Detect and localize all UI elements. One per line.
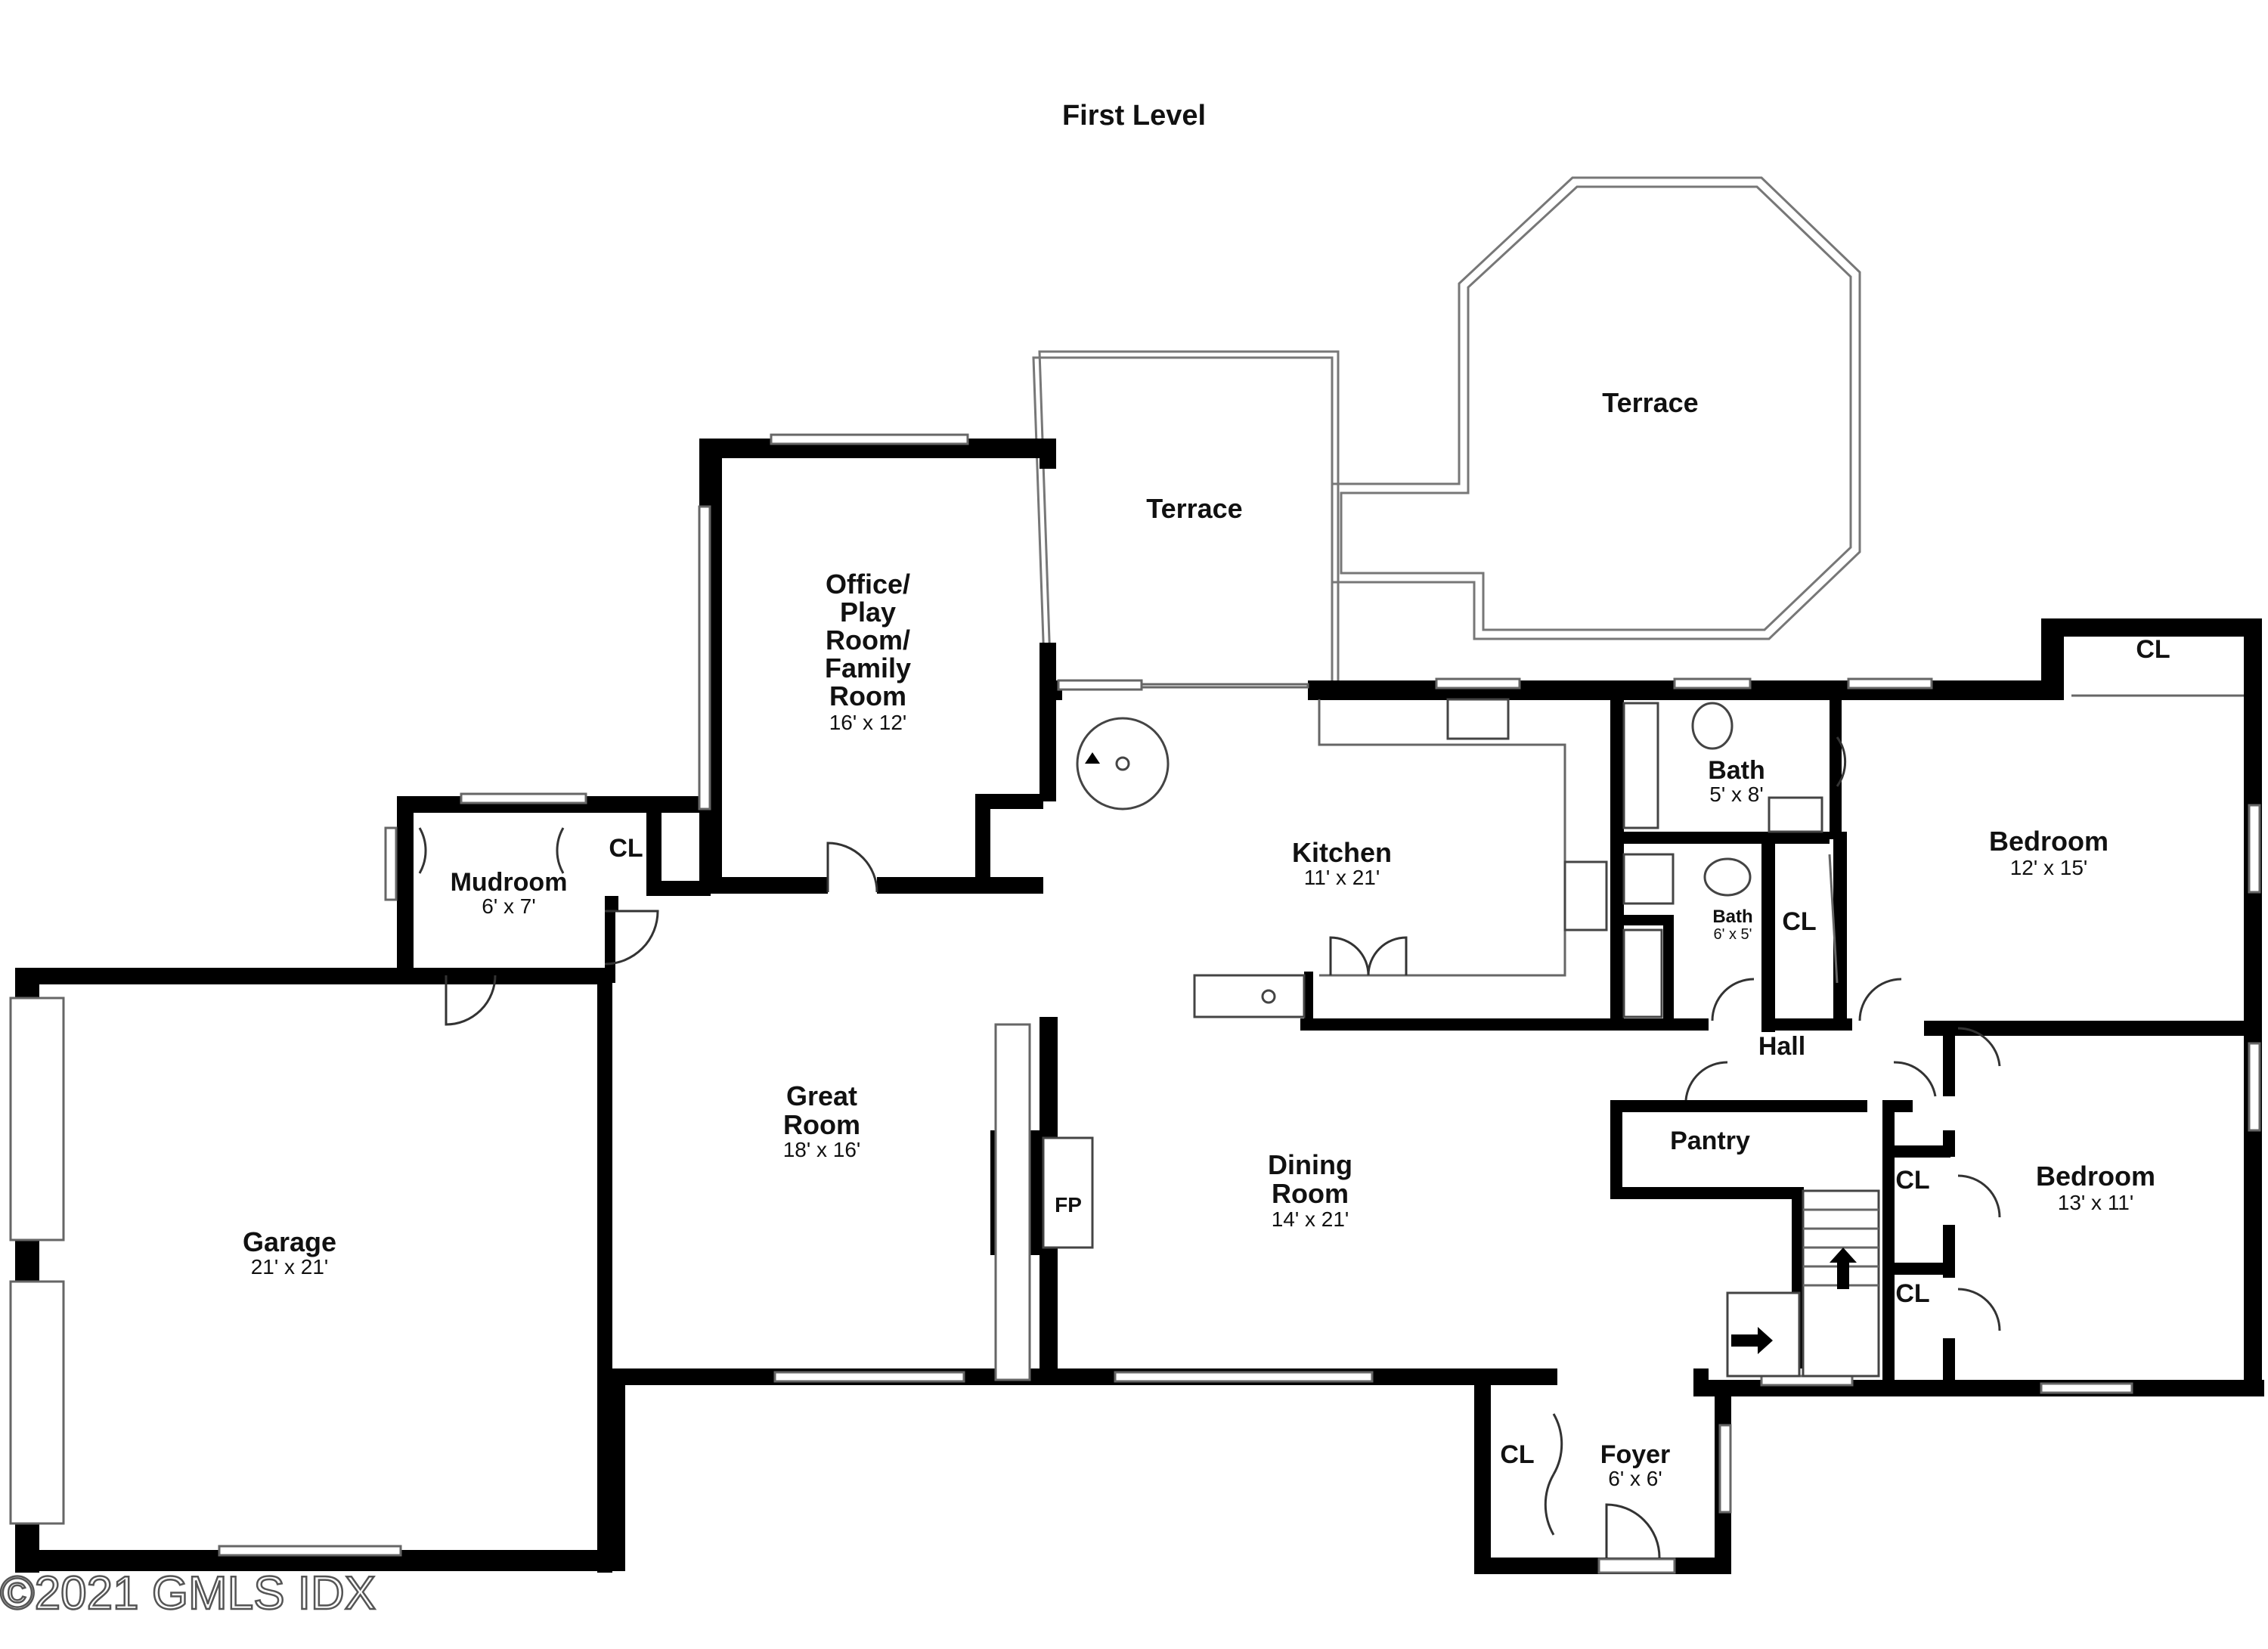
- great-room-name-line-1: Great: [786, 1080, 857, 1111]
- garage-name: Garage: [243, 1226, 336, 1257]
- hall-closet-name: CL: [1782, 907, 1816, 936]
- mudroom-size: 6' x 7': [482, 894, 535, 918]
- fireplace-label: FP: [1055, 1193, 1082, 1217]
- room-garage: Garage 21' x 21': [243, 1226, 336, 1279]
- foyer-name: Foyer: [1600, 1440, 1671, 1469]
- bedroom-upper-closet-name: CL: [2136, 635, 2170, 664]
- room-office: Office/ Play Room/ Family Room 16' x 12': [825, 569, 911, 734]
- room-kitchen: Kitchen 11' x 21': [1292, 837, 1392, 889]
- room-dining-room: Dining Room 14' x 21': [1268, 1149, 1352, 1231]
- room-bedroom-lower: Bedroom 13' x 11': [2036, 1161, 2155, 1214]
- room-bath-lower: Bath 6' x 5': [1712, 907, 1752, 943]
- watermark: ©2021 GMLS IDX: [0, 1567, 376, 1620]
- bedroom-lower-name: Bedroom: [2036, 1161, 2155, 1192]
- office-name-line-5: Room: [829, 680, 906, 711]
- room-bath-upper: Bath 5' x 8': [1708, 756, 1765, 806]
- great-room-size: 18' x 16': [783, 1138, 861, 1161]
- bedroom-upper-name: Bedroom: [1989, 826, 2108, 857]
- doors: [418, 736, 2001, 1558]
- room-great-room: Great Room 18' x 16': [783, 1080, 861, 1161]
- office-size: 16' x 12': [829, 711, 907, 734]
- terrace-right-outline: [1331, 176, 1861, 640]
- pantry-name: Pantry: [1670, 1127, 1750, 1155]
- plan-title: First Level: [1062, 100, 1206, 132]
- fixtures: [994, 694, 2244, 1381]
- dining-room-name-line-1: Dining: [1268, 1149, 1352, 1180]
- bath-upper-size: 5' x 8': [1709, 783, 1763, 806]
- walls: [15, 439, 2264, 1574]
- foyer-closet-name: CL: [1500, 1440, 1534, 1469]
- bedroom-lower-size: 13' x 11': [2058, 1191, 2133, 1214]
- foyer-size: 6' x 6': [1608, 1467, 1662, 1490]
- terrace-left-name: Terrace: [1146, 493, 1242, 524]
- great-room-name-line-2: Room: [783, 1109, 860, 1140]
- kitchen-name: Kitchen: [1292, 837, 1392, 868]
- terrace-right-name: Terrace: [1602, 387, 1698, 418]
- room-terrace-right: Terrace: [1602, 387, 1698, 418]
- garage-size: 21' x 21': [251, 1255, 329, 1279]
- bath-lower-size: 6' x 5': [1714, 926, 1752, 943]
- bath-lower-name: Bath: [1712, 907, 1752, 927]
- room-bedroom-upper: Bedroom 12' x 15': [1989, 826, 2108, 879]
- bedroom-lower-closet-1-name: CL: [1895, 1166, 1929, 1195]
- bedroom-upper-size: 12' x 15': [2010, 856, 2088, 879]
- bedroom-lower-closet-2-name: CL: [1895, 1279, 1929, 1308]
- mudroom-name: Mudroom: [451, 868, 568, 897]
- office-name-line-3: Room/: [826, 625, 910, 656]
- room-foyer: Foyer 6' x 6': [1600, 1440, 1671, 1490]
- dining-room-size: 14' x 21': [1272, 1207, 1349, 1231]
- bath-upper-name: Bath: [1708, 756, 1765, 785]
- office-name-line-1: Office/: [826, 569, 910, 600]
- dining-room-name-line-2: Room: [1272, 1178, 1349, 1209]
- room-mudroom: Mudroom 6' x 7': [451, 868, 568, 918]
- office-name-line-2: Play: [840, 597, 896, 628]
- kitchen-size: 11' x 21': [1304, 866, 1380, 889]
- office-name-line-4: Family: [825, 652, 911, 683]
- room-terrace-left: Terrace: [1146, 493, 1242, 524]
- hall-name: Hall: [1758, 1032, 1805, 1061]
- stair-arrows: [1085, 752, 1857, 1354]
- mudroom-closet-name: CL: [609, 834, 643, 863]
- windows: [9, 433, 2261, 1574]
